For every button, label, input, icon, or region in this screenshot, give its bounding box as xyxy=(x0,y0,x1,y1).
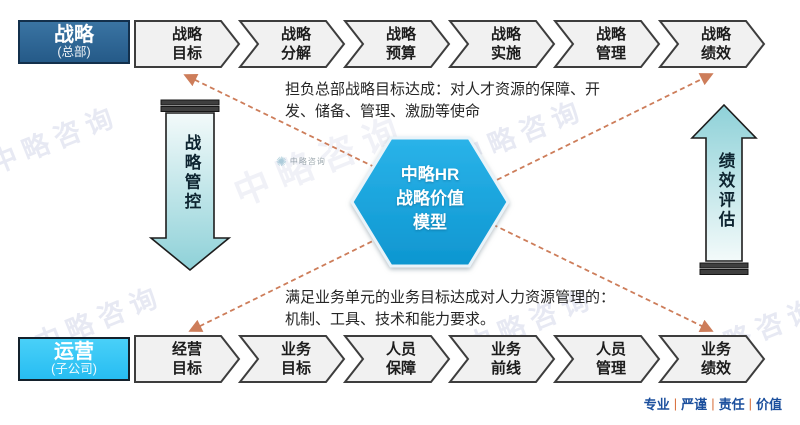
step-line: 人员 xyxy=(385,341,416,358)
step-label: 战略预算 xyxy=(353,23,449,65)
step-label: 战略实施 xyxy=(458,23,554,65)
chevron-shape xyxy=(657,335,766,383)
strategy-band-title: 战略 xyxy=(54,24,94,47)
arrow-tail-bar xyxy=(160,99,220,106)
up-arrow-shape xyxy=(690,103,758,262)
annotation-line: 满足业务单元的业务目标达成对人力资源管理的： xyxy=(285,289,616,306)
strategy-band-subtitle: (总部) xyxy=(57,45,91,60)
hexagon-title-line: 中略HR xyxy=(400,165,460,184)
step-line: 管理 xyxy=(595,360,626,377)
chevron-shape xyxy=(447,335,556,383)
step-line: 战略 xyxy=(595,26,626,43)
strategy-control-arrow-label: 战略管控 xyxy=(182,134,200,212)
step-line: 绩效 xyxy=(700,360,731,377)
chevron-shape xyxy=(552,20,661,68)
operation-band-title: 运营 xyxy=(54,341,94,364)
step-label: 战略分解 xyxy=(248,23,344,65)
annotation-line: 发、储备、管理、激励等使命 xyxy=(285,103,481,120)
operation-band-subtitle: (子公司) xyxy=(51,362,97,377)
performance-evaluation-arrow-label: 绩效评估 xyxy=(716,152,734,230)
annotation-line: 机制、工具、技术和能力要求。 xyxy=(285,311,496,328)
footer-item: 专业 xyxy=(643,397,670,412)
chevron-shape xyxy=(237,335,346,383)
step-line: 目标 xyxy=(171,360,202,377)
operation-band-label: 运营 (子公司) xyxy=(18,337,130,381)
step-line: 业务 xyxy=(490,341,521,358)
step-label: 战略绩效 xyxy=(668,23,764,65)
annotation-line: 担负总部战略目标达成：对人才资源的保障、开 xyxy=(285,81,601,98)
step-label: 人员保障 xyxy=(353,338,449,380)
hexagon-shape xyxy=(350,136,510,268)
step-line: 经营 xyxy=(171,341,202,358)
arrow-tail-bar xyxy=(699,269,749,275)
step-line: 战略 xyxy=(385,26,416,43)
arrow-tail-bar xyxy=(160,106,220,112)
chevron-shape xyxy=(657,20,766,68)
step-label: 战略目标 xyxy=(139,23,235,65)
step-line: 管理 xyxy=(595,45,626,62)
step-line: 战略 xyxy=(280,26,311,43)
hexagon-title-line: 模型 xyxy=(413,213,447,232)
step-label: 人员管理 xyxy=(563,338,659,380)
chevron-shape xyxy=(342,335,451,383)
step-label: 经营目标 xyxy=(139,338,235,380)
footer-item: 严谨 xyxy=(681,397,708,412)
step-line: 绩效 xyxy=(700,45,731,62)
step-line: 前线 xyxy=(490,360,521,377)
footer-separator: | xyxy=(748,396,752,411)
step-label: 战略管理 xyxy=(563,23,659,65)
step-line: 目标 xyxy=(171,45,202,62)
footer-item: 价值 xyxy=(755,397,782,412)
hexagon-title-line: 战略价值 xyxy=(396,189,464,208)
step-line: 业务 xyxy=(280,341,311,358)
step-line: 战略 xyxy=(490,26,521,43)
chevron-shape xyxy=(134,20,241,68)
step-label: 业务前线 xyxy=(458,338,554,380)
chevron-shape xyxy=(552,335,661,383)
footer-separator: | xyxy=(673,396,678,411)
strategy-band-label: 战略 (总部) xyxy=(18,20,130,64)
chevron-shape xyxy=(237,20,346,68)
chevron-shape xyxy=(342,20,451,68)
down-arrow-shape xyxy=(148,112,232,272)
arrow-tail-bar xyxy=(699,262,749,269)
step-line: 实施 xyxy=(490,45,521,62)
footer-separator: | xyxy=(711,396,715,411)
step-label: 业务绩效 xyxy=(668,338,764,380)
chevron-shape xyxy=(134,335,241,383)
step-line: 战略 xyxy=(171,26,202,43)
hexagon-title: 中略HR 战略价值 模型 xyxy=(352,163,508,235)
top-annotation: 担负总部战略目标达成：对人才资源的保障、开 发、储备、管理、激励等使命 xyxy=(285,79,600,123)
footer-item: 责任 xyxy=(718,397,745,412)
footer-slogan: 专业 | 严谨 | 责任 | 价值 xyxy=(644,394,782,413)
step-line: 目标 xyxy=(280,360,311,377)
step-line: 预算 xyxy=(385,45,416,62)
dashed-arrow-bottomleft-topright xyxy=(188,73,714,332)
bottom-annotation: 满足业务单元的业务目标达成对人力资源管理的： 机制、工具、技术和能力要求。 xyxy=(285,287,615,331)
step-label: 业务目标 xyxy=(248,338,344,380)
step-line: 业务 xyxy=(700,341,731,358)
step-line: 战略 xyxy=(700,26,731,43)
step-line: 人员 xyxy=(595,341,626,358)
step-line: 分解 xyxy=(280,45,311,62)
step-line: 保障 xyxy=(385,360,416,377)
chevron-shape xyxy=(447,20,556,68)
